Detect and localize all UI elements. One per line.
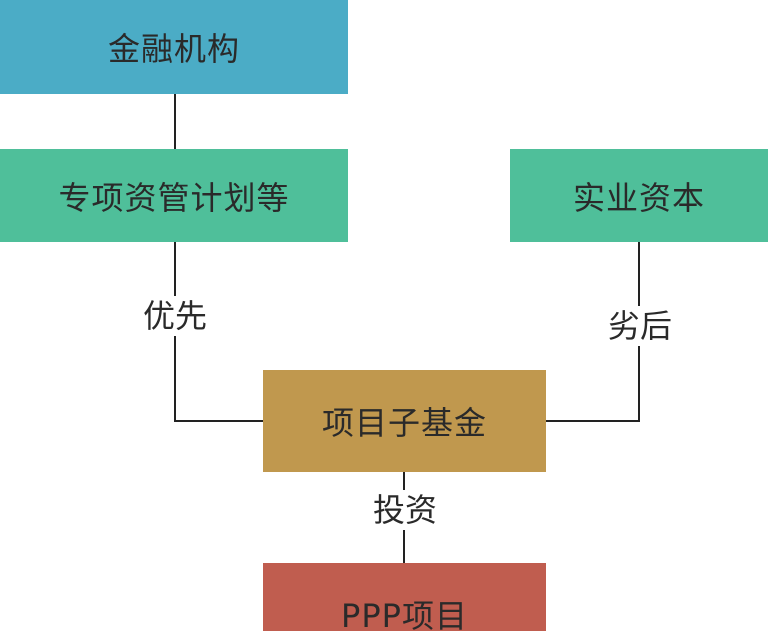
node-industrial-capital-label: 实业资本 [572, 178, 705, 217]
node-special-plans: 专项资管计划等 [0, 149, 348, 242]
node-project-fund: 项目子基金 [263, 370, 546, 472]
node-special-plans-label: 专项资管计划等 [58, 178, 290, 217]
connector-capital-to-fund [546, 242, 640, 422]
edge-label-priority: 优先 [130, 296, 220, 336]
edge-label-subordinate: 劣后 [596, 306, 684, 346]
node-ppp-project: PPP项目 [263, 563, 546, 635]
node-industrial-capital: 实业资本 [510, 149, 768, 242]
node-financial-institution: 金融机构 [0, 0, 348, 94]
node-project-fund-label: 项目子基金 [321, 404, 487, 442]
node-ppp-project-label: PPP项目 [341, 597, 468, 635]
node-financial-institution-label: 金融机构 [107, 30, 240, 68]
edge-label-investment: 投资 [360, 490, 450, 530]
